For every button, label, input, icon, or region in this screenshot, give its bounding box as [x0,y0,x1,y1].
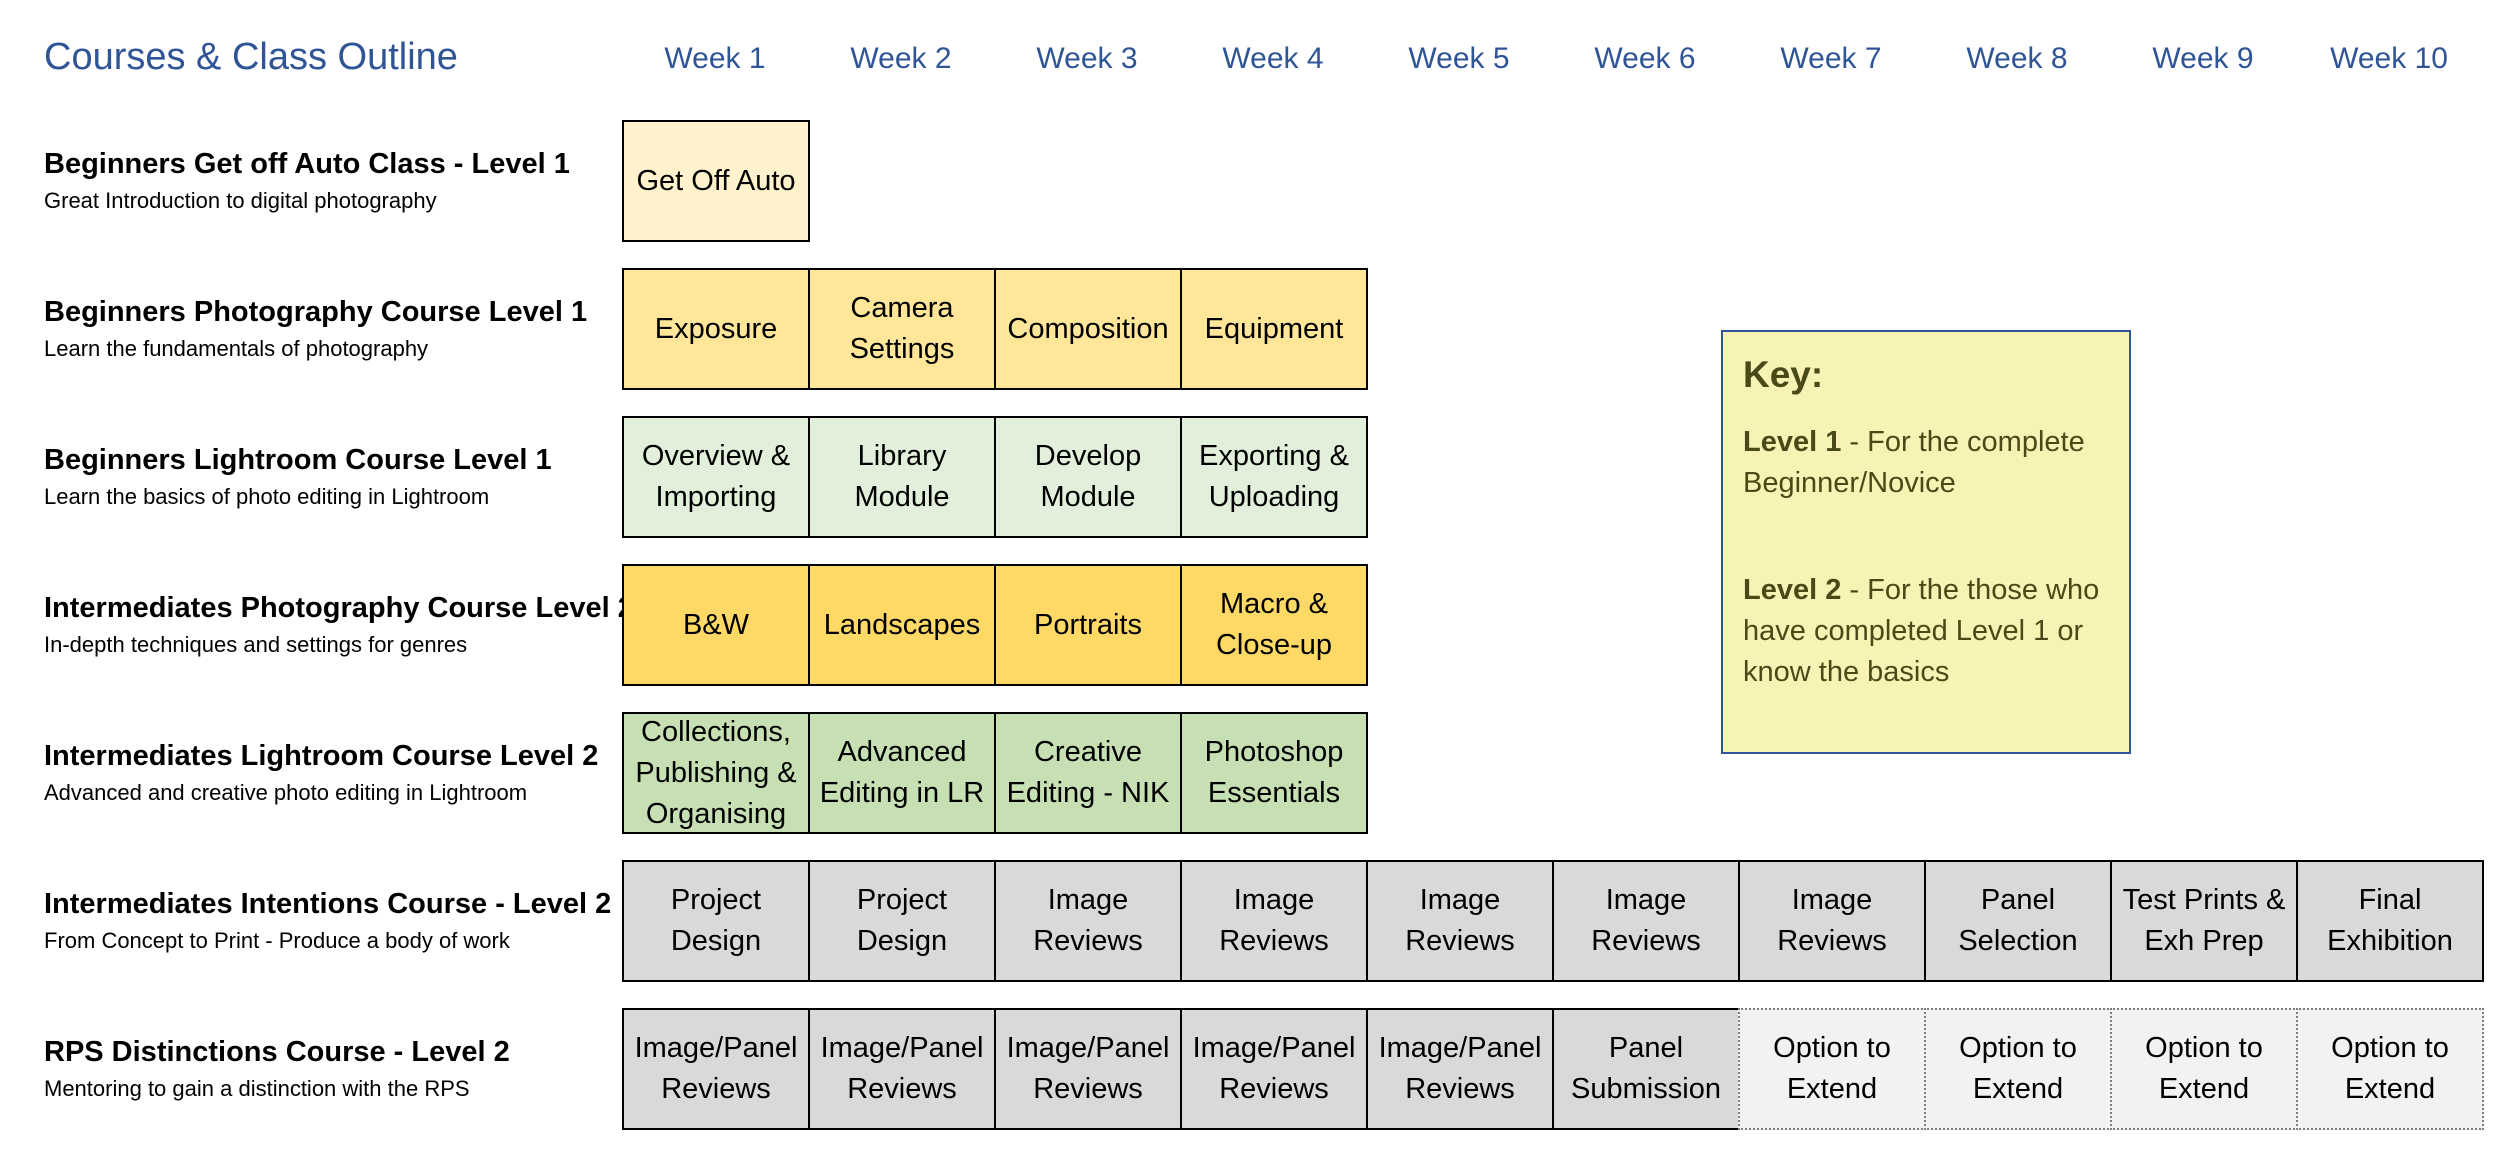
course-subtitle: Learn the fundamentals of photography [44,336,429,361]
week-header: Week 1 [664,42,766,75]
legend-description: - For the complete Beginner/Novice [1743,426,2085,499]
session-cell: Final Exhibition [2296,860,2484,982]
session-cell: Image/Panel Reviews [1366,1008,1554,1130]
legend-entry: Level 1 - For the complete Beginner/Novi… [1743,422,2109,504]
session-cell: Equipment [1180,268,1368,390]
course-title: Intermediates Lightroom Course Level 2 [44,740,599,772]
session-cell: Panel Selection [1924,860,2112,982]
week-header: Week 4 [1222,42,1324,75]
optional-session-cell: Option to Extend [2296,1008,2484,1130]
session-cell: Test Prints & Exh Prep [2110,860,2298,982]
course-title: Beginners Lightroom Course Level 1 [44,444,552,476]
session-cell: Exposure [622,268,810,390]
session-cell: Exporting & Uploading [1180,416,1368,538]
session-cell: Image/Panel Reviews [808,1008,996,1130]
session-cell: Image Reviews [994,860,1182,982]
session-cell: Project Design [808,860,996,982]
session-cell: Image/Panel Reviews [1180,1008,1368,1130]
optional-session-cell: Option to Extend [1924,1008,2112,1130]
page-title: Courses & Class Outline [44,36,458,78]
course-title: RPS Distinctions Course - Level 2 [44,1036,510,1068]
course-subtitle: In-depth techniques and settings for gen… [44,632,468,657]
legend-key: Key: Level 1 - For the complete Beginner/… [1721,330,2131,754]
session-cell: Project Design [622,860,810,982]
optional-session-cell: Option to Extend [2110,1008,2298,1130]
course-subtitle: Advanced and creative photo editing in L… [44,780,528,805]
session-cell: Composition [994,268,1182,390]
session-cell: Panel Submission [1552,1008,1740,1130]
legend-title: Key: [1743,354,1824,395]
session-cell: Get Off Auto [622,120,810,242]
session-cell: Advanced Editing in LR [808,712,996,834]
session-cell: Overview & Importing [622,416,810,538]
legend-description: - For the those who have completed Level… [1743,574,2100,688]
course-subtitle: Mentoring to gain a distinction with the… [44,1076,470,1101]
session-cell: B&W [622,564,810,686]
course-title: Intermediates Intentions Course - Level … [44,888,612,920]
week-header: Week 10 [2330,42,2448,75]
optional-session-cell: Option to Extend [1738,1008,1926,1130]
session-cell: Image Reviews [1552,860,1740,982]
course-title: Beginners Get off Auto Class - Level 1 [44,148,570,180]
session-cell: Image Reviews [1366,860,1554,982]
session-cell: Image/Panel Reviews [622,1008,810,1130]
session-cell: Portraits [994,564,1182,686]
course-subtitle: Learn the basics of photo editing in Lig… [44,484,490,509]
session-cell: Photoshop Essentials [1180,712,1368,834]
session-cell: Image Reviews [1180,860,1368,982]
session-cell: Image Reviews [1738,860,1926,982]
session-cell: Camera Settings [808,268,996,390]
session-cell: Library Module [808,416,996,538]
week-header: Week 7 [1780,42,1882,75]
legend-entry: Level 2 - For the those who have complet… [1743,570,2109,693]
legend-level: Level 2 [1743,574,1842,606]
session-cell: Develop Module [994,416,1182,538]
course-title: Intermediates Photography Course Level 2 [44,592,634,624]
week-header: Week 9 [2152,42,2254,75]
week-header: Week 2 [850,42,952,75]
session-cell: Macro & Close-up [1180,564,1368,686]
session-cell: Landscapes [808,564,996,686]
week-header: Week 6 [1594,42,1696,75]
course-title: Beginners Photography Course Level 1 [44,296,588,328]
session-cell: Collections, Publishing & Organising [622,712,810,834]
course-subtitle: From Concept to Print - Produce a body o… [44,928,510,953]
session-cell: Creative Editing - NIK [994,712,1182,834]
legend-level: Level 1 [1743,426,1842,458]
week-header: Week 3 [1036,42,1138,75]
session-cell: Image/Panel Reviews [994,1008,1182,1130]
week-header: Week 8 [1966,42,2068,75]
course-subtitle: Great Introduction to digital photograph… [44,188,437,213]
week-header: Week 5 [1408,42,1510,75]
